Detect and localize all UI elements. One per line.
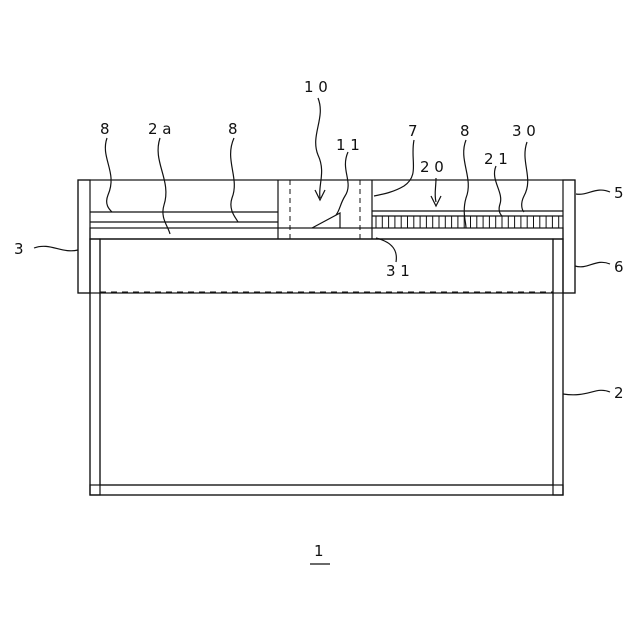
leader-2 (563, 390, 610, 395)
central-opening (278, 180, 372, 239)
leader-31 (376, 238, 396, 262)
label-8a: 8 (100, 120, 110, 138)
flap (312, 213, 340, 228)
leader-8a (105, 138, 112, 212)
lid-left-wall (78, 180, 90, 293)
label-30: 3 0 (512, 122, 536, 140)
leader-11 (336, 152, 348, 215)
leader-21 (494, 166, 502, 216)
label-10: 1 0 (304, 78, 328, 96)
label-11: 1 1 (336, 136, 360, 154)
leader-5 (576, 190, 610, 194)
label-2a: 2 a (148, 120, 172, 138)
leader-30 (522, 142, 528, 212)
label-8b: 8 (228, 120, 238, 138)
figure-number: 1 (314, 542, 324, 560)
leader-2a (158, 138, 170, 234)
label-21: 2 1 (484, 150, 508, 168)
container-bottom (90, 485, 563, 495)
lid-plate (90, 228, 563, 239)
label-2: 2 (614, 384, 624, 402)
label-8c: 8 (460, 122, 470, 140)
label-3: 3 (14, 240, 24, 258)
leader-lines (34, 98, 610, 395)
strip-ticks (376, 216, 559, 228)
leader-8c (464, 140, 469, 228)
leader-7 (374, 140, 414, 196)
container-left-wall (90, 239, 100, 495)
label-6: 6 (614, 258, 624, 276)
container-right-wall (553, 239, 563, 495)
leader-6 (575, 262, 610, 267)
label-31: 3 1 (386, 262, 410, 280)
container-body (90, 239, 563, 495)
label-5: 5 (614, 184, 624, 202)
lid-right-wall (563, 180, 575, 293)
leader-3 (34, 246, 78, 251)
leader-20 (435, 178, 436, 202)
leader-10 (316, 98, 322, 198)
label-7: 7 (408, 122, 418, 140)
right-strip (372, 211, 563, 228)
label-20: 2 0 (420, 158, 444, 176)
